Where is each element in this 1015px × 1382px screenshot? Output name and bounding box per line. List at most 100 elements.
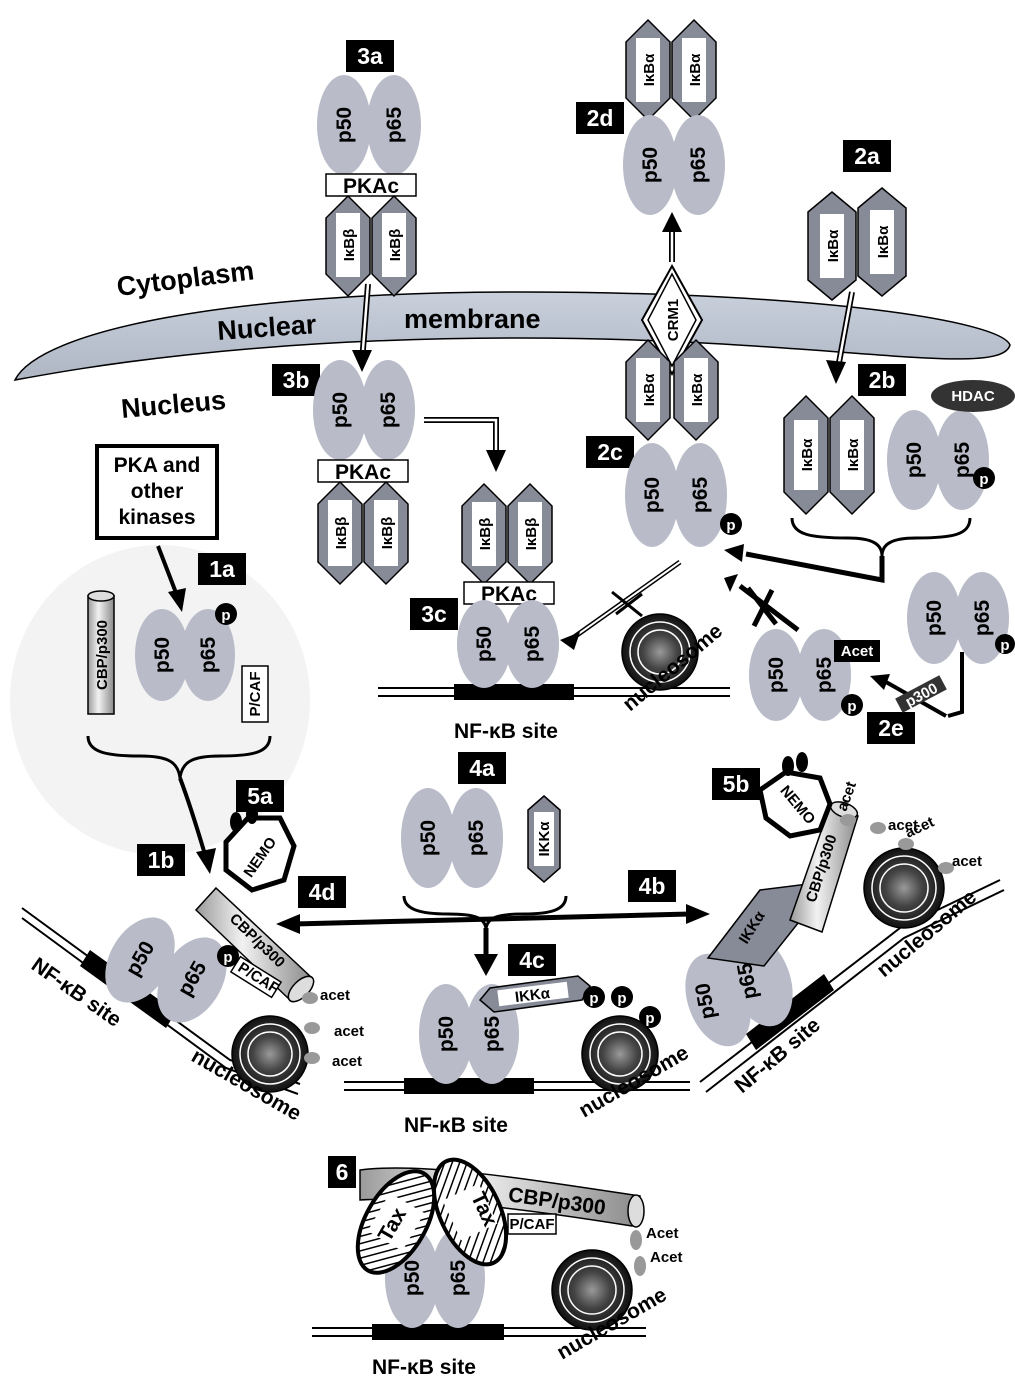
phospho-mark: p — [583, 986, 605, 1008]
complex-4c: p50 p65 IKKα p p p NF-κB site nucleosome — [344, 975, 693, 1137]
svg-text:p50: p50 — [765, 657, 788, 693]
svg-text:p50: p50 — [333, 107, 356, 143]
svg-text:IKKα: IKKα — [536, 821, 553, 857]
svg-text:p: p — [726, 517, 735, 534]
ikba-diamond: IκBα — [625, 18, 671, 122]
complex-2b: IκBα IκBα p50 p65 p HDAC — [783, 380, 1015, 516]
svg-text:p65: p65 — [971, 600, 994, 637]
ikbb-diamond: IκBβ — [317, 480, 363, 586]
nemo-icon: NEMO — [223, 804, 297, 893]
svg-text:acet: acet — [952, 853, 982, 870]
svg-text:3b: 3b — [283, 367, 310, 393]
nuclear-membrane — [13, 291, 1011, 382]
ikba-diamond: IκBα — [857, 187, 907, 297]
cbp-p300-cylinder: CBP/p300 — [87, 590, 115, 715]
ikbb-diamond: IκBβ — [363, 480, 409, 586]
phospho-mark: p — [611, 986, 633, 1008]
tax-oval: Tax — [431, 1157, 509, 1267]
svg-text:IKKα: IKKα — [514, 985, 552, 1006]
ikka-hexagon: IKKα — [478, 975, 591, 1013]
svg-text:p50: p50 — [435, 1016, 458, 1052]
svg-text:Acet: Acet — [650, 1249, 683, 1266]
ikba-diamond: IκBα — [783, 394, 829, 516]
svg-text:IκBβ: IκBβ — [333, 517, 350, 550]
svg-text:IκBα: IκBα — [875, 225, 892, 258]
p50-oval: p50 — [419, 984, 473, 1084]
p50-oval: p50 — [105, 917, 175, 1003]
complex-1b: p50 p65 p CBP/p300 P/CAF NEMO acet acet … — [21, 804, 364, 1126]
phospho-mark: p — [215, 603, 237, 625]
svg-text:p: p — [847, 698, 856, 715]
svg-text:2c: 2c — [597, 439, 623, 465]
svg-text:2d: 2d — [587, 105, 614, 131]
acet-mark: acet — [938, 853, 982, 874]
svg-text:IκBα: IκBα — [641, 373, 658, 406]
cytoplasm-label: Cytoplasm — [115, 255, 256, 302]
ikba-diamond: IκBα — [625, 338, 671, 442]
svg-text:p50: p50 — [923, 600, 946, 636]
complex-3a: p50 p65 PKAc IκBβ IκBβ — [317, 75, 421, 298]
svg-text:p65: p65 — [197, 637, 220, 674]
svg-text:PKAc: PKAc — [481, 583, 537, 606]
svg-text:4b: 4b — [639, 873, 666, 899]
svg-text:p65: p65 — [521, 626, 544, 663]
complex-5b: p50 p65 IKKα CBP/p300 NEMO acet acet ace… — [685, 752, 1005, 1098]
p50-oval: p50 — [135, 609, 189, 701]
svg-text:p: p — [617, 990, 626, 1007]
p65-oval: p65 — [361, 360, 415, 460]
p65-oval: p65 — [157, 937, 227, 1023]
p65-oval: p65 — [935, 410, 989, 510]
svg-text:p300: p300 — [903, 680, 941, 711]
p50-oval: p50 — [457, 600, 511, 688]
pcaf-box: P/CAF — [507, 1213, 557, 1235]
svg-text:p: p — [979, 471, 988, 488]
step-box-1a: 1a — [198, 553, 246, 585]
svg-text:p65: p65 — [465, 820, 488, 857]
phospho-mark: p — [995, 634, 1015, 654]
svg-text:p50: p50 — [903, 442, 926, 478]
svg-text:p65: p65 — [951, 442, 974, 479]
step-box-2a: 2a — [843, 140, 891, 172]
svg-text:p: p — [1000, 637, 1009, 654]
complex-2c: IκBα IκBα p50 p65 p — [625, 338, 742, 547]
svg-text:4d: 4d — [309, 879, 336, 905]
p50-oval: p50 — [625, 443, 679, 547]
nucleosome-icon — [231, 1015, 309, 1093]
phospho-mark: p — [973, 467, 995, 489]
svg-text:acet: acet — [834, 779, 860, 813]
svg-text:IκBβ: IκBβ — [341, 229, 358, 262]
svg-text:Acet: Acet — [646, 1225, 679, 1242]
complex-1a: CBP/p300 p50 p65 p P/CAF — [87, 590, 269, 723]
p65-oval: p65 — [449, 788, 503, 888]
acet-mark: Acet — [630, 1225, 679, 1250]
complex-3b: p50 p65 PKAc IκBβ IκBβ — [313, 360, 415, 586]
svg-text:p50: p50 — [401, 1260, 424, 1296]
svg-text:HDAC: HDAC — [951, 388, 994, 405]
pkac-box: PKAc — [463, 581, 555, 606]
svg-text:acet: acet — [320, 987, 350, 1004]
nfkb-site-label: NF-κB site — [454, 720, 558, 743]
svg-text:CRM1: CRM1 — [665, 299, 682, 342]
svg-text:p50: p50 — [473, 626, 496, 662]
hdac-oval: HDAC — [931, 380, 1015, 412]
svg-text:2e: 2e — [878, 715, 904, 741]
step-box-2e: 2e — [867, 712, 915, 744]
svg-text:p: p — [221, 607, 230, 624]
svg-text:IκBα: IκBα — [799, 438, 816, 471]
acet-mark: acet — [304, 1022, 364, 1040]
complex-2e: p50 p65 Acet p p300 p50 p65 p — [749, 572, 1015, 721]
pka-kinases-box: PKA and other kinases — [95, 444, 219, 540]
svg-text:kinases: kinases — [118, 506, 195, 529]
svg-text:p65: p65 — [447, 1260, 470, 1297]
nfkb-site-label: NF-κB site — [372, 1356, 476, 1379]
membrane-label: membrane — [404, 304, 541, 334]
complex-4a: p50 p65 IKKα — [401, 788, 561, 888]
svg-text:IκBα: IκBα — [845, 438, 862, 471]
svg-text:IκBα: IκBα — [687, 53, 704, 86]
p65-oval: p65 — [367, 75, 421, 175]
ikbb-diamond: IκBβ — [507, 482, 553, 586]
svg-text:IκBα: IκBα — [689, 373, 706, 406]
p50-oval: p50 — [401, 788, 455, 888]
step-box-4c: 4c — [508, 944, 556, 976]
